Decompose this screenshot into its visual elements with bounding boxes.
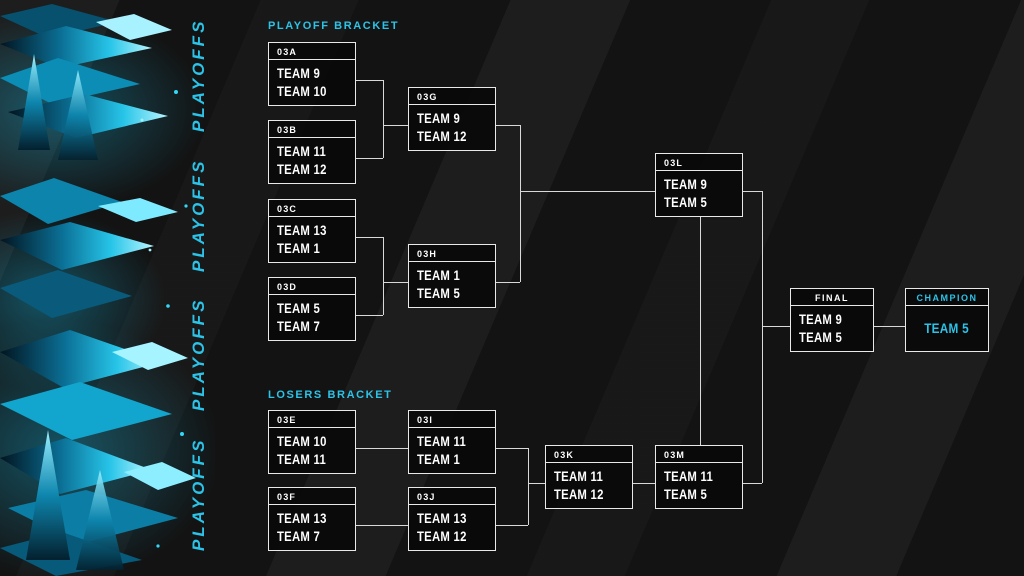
match-03A: 03A TEAM 9 TEAM 10 bbox=[268, 42, 356, 106]
connector bbox=[496, 282, 520, 283]
team-name: TEAM 13 bbox=[277, 223, 327, 238]
team-name: TEAM 13 bbox=[417, 511, 467, 526]
match-final: FINAL TEAM 9 TEAM 5 bbox=[790, 288, 874, 352]
match-id: 03F bbox=[269, 488, 355, 505]
team-name: TEAM 10 bbox=[277, 84, 327, 99]
team-name: TEAM 11 bbox=[554, 469, 604, 484]
connector bbox=[496, 448, 528, 449]
match-id: 03I bbox=[409, 411, 495, 428]
team-name: TEAM 13 bbox=[277, 511, 327, 526]
team-name: TEAM 1 bbox=[417, 268, 461, 283]
team-name: TEAM 9 bbox=[799, 312, 843, 327]
match-id: 03L bbox=[656, 154, 742, 171]
connector bbox=[528, 483, 545, 484]
connector bbox=[762, 191, 763, 483]
team-name: TEAM 5 bbox=[799, 330, 843, 345]
match-id: 03M bbox=[656, 446, 742, 463]
team-name: TEAM 12 bbox=[417, 529, 467, 544]
team-name: TEAM 11 bbox=[664, 469, 714, 484]
champion-label: CHAMPION bbox=[906, 289, 988, 306]
team-name: TEAM 9 bbox=[664, 177, 708, 192]
connector bbox=[762, 326, 790, 327]
match-03C: 03C TEAM 13 TEAM 1 bbox=[268, 199, 356, 263]
connector bbox=[356, 315, 383, 316]
match-03J: 03J TEAM 13 TEAM 12 bbox=[408, 487, 496, 551]
match-id: 03C bbox=[269, 200, 355, 217]
team-name: TEAM 1 bbox=[417, 452, 461, 467]
match-03K: 03K TEAM 11 TEAM 12 bbox=[545, 445, 633, 509]
team-name: TEAM 5 bbox=[417, 286, 461, 301]
team-name: TEAM 7 bbox=[277, 529, 321, 544]
match-id: 03H bbox=[409, 245, 495, 262]
match-03M: 03M TEAM 11 TEAM 5 bbox=[655, 445, 743, 509]
team-name: TEAM 10 bbox=[277, 434, 327, 449]
match-id: 03G bbox=[409, 88, 495, 105]
champion-box: CHAMPION TEAM 5 bbox=[905, 288, 989, 352]
connector bbox=[356, 80, 383, 81]
team-name: TEAM 12 bbox=[554, 487, 604, 502]
connector bbox=[743, 483, 762, 484]
connector bbox=[700, 216, 701, 445]
match-03G: 03G TEAM 9 TEAM 12 bbox=[408, 87, 496, 151]
match-id: 03D bbox=[269, 278, 355, 295]
connector bbox=[528, 448, 529, 525]
match-id: 03B bbox=[269, 121, 355, 138]
connector bbox=[383, 80, 384, 158]
connector bbox=[383, 282, 408, 283]
upper-bracket-title: PLAYOFF BRACKET bbox=[268, 20, 400, 32]
losers-bracket-title: LOSERS BRACKET bbox=[268, 389, 393, 401]
match-id: 03K bbox=[546, 446, 632, 463]
match-03H: 03H TEAM 1 TEAM 5 bbox=[408, 244, 496, 308]
connector bbox=[874, 326, 905, 327]
team-name: TEAM 11 bbox=[277, 144, 327, 159]
team-name: TEAM 5 bbox=[664, 487, 708, 502]
match-03L: 03L TEAM 9 TEAM 5 bbox=[655, 153, 743, 217]
connector bbox=[356, 237, 383, 238]
connector bbox=[356, 448, 408, 449]
connector bbox=[496, 125, 520, 126]
final-label: FINAL bbox=[791, 289, 873, 306]
match-id: 03E bbox=[269, 411, 355, 428]
team-name: TEAM 12 bbox=[417, 129, 467, 144]
champion-team-name: TEAM 5 bbox=[924, 320, 970, 336]
match-03B: 03B TEAM 11 TEAM 12 bbox=[268, 120, 356, 184]
connector bbox=[633, 483, 655, 484]
match-03D: 03D TEAM 5 TEAM 7 bbox=[268, 277, 356, 341]
team-name: TEAM 11 bbox=[417, 434, 467, 449]
connector bbox=[356, 158, 383, 159]
team-name: TEAM 5 bbox=[664, 195, 708, 210]
match-03E: 03E TEAM 10 TEAM 11 bbox=[268, 410, 356, 474]
team-name: TEAM 5 bbox=[277, 301, 321, 316]
connector bbox=[356, 525, 408, 526]
connector bbox=[520, 191, 655, 192]
team-name: TEAM 9 bbox=[277, 66, 321, 81]
match-id: 03J bbox=[409, 488, 495, 505]
connector bbox=[383, 125, 408, 126]
match-03I: 03I TEAM 11 TEAM 1 bbox=[408, 410, 496, 474]
connector bbox=[383, 237, 384, 315]
team-name: TEAM 12 bbox=[277, 162, 327, 177]
match-03F: 03F TEAM 13 TEAM 7 bbox=[268, 487, 356, 551]
team-name: TEAM 9 bbox=[417, 111, 461, 126]
connector bbox=[520, 125, 521, 282]
connector bbox=[496, 525, 528, 526]
match-id: 03A bbox=[269, 43, 355, 60]
team-name: TEAM 7 bbox=[277, 319, 321, 334]
team-name: TEAM 1 bbox=[277, 241, 321, 256]
connector bbox=[743, 191, 762, 192]
team-name: TEAM 11 bbox=[277, 452, 327, 467]
